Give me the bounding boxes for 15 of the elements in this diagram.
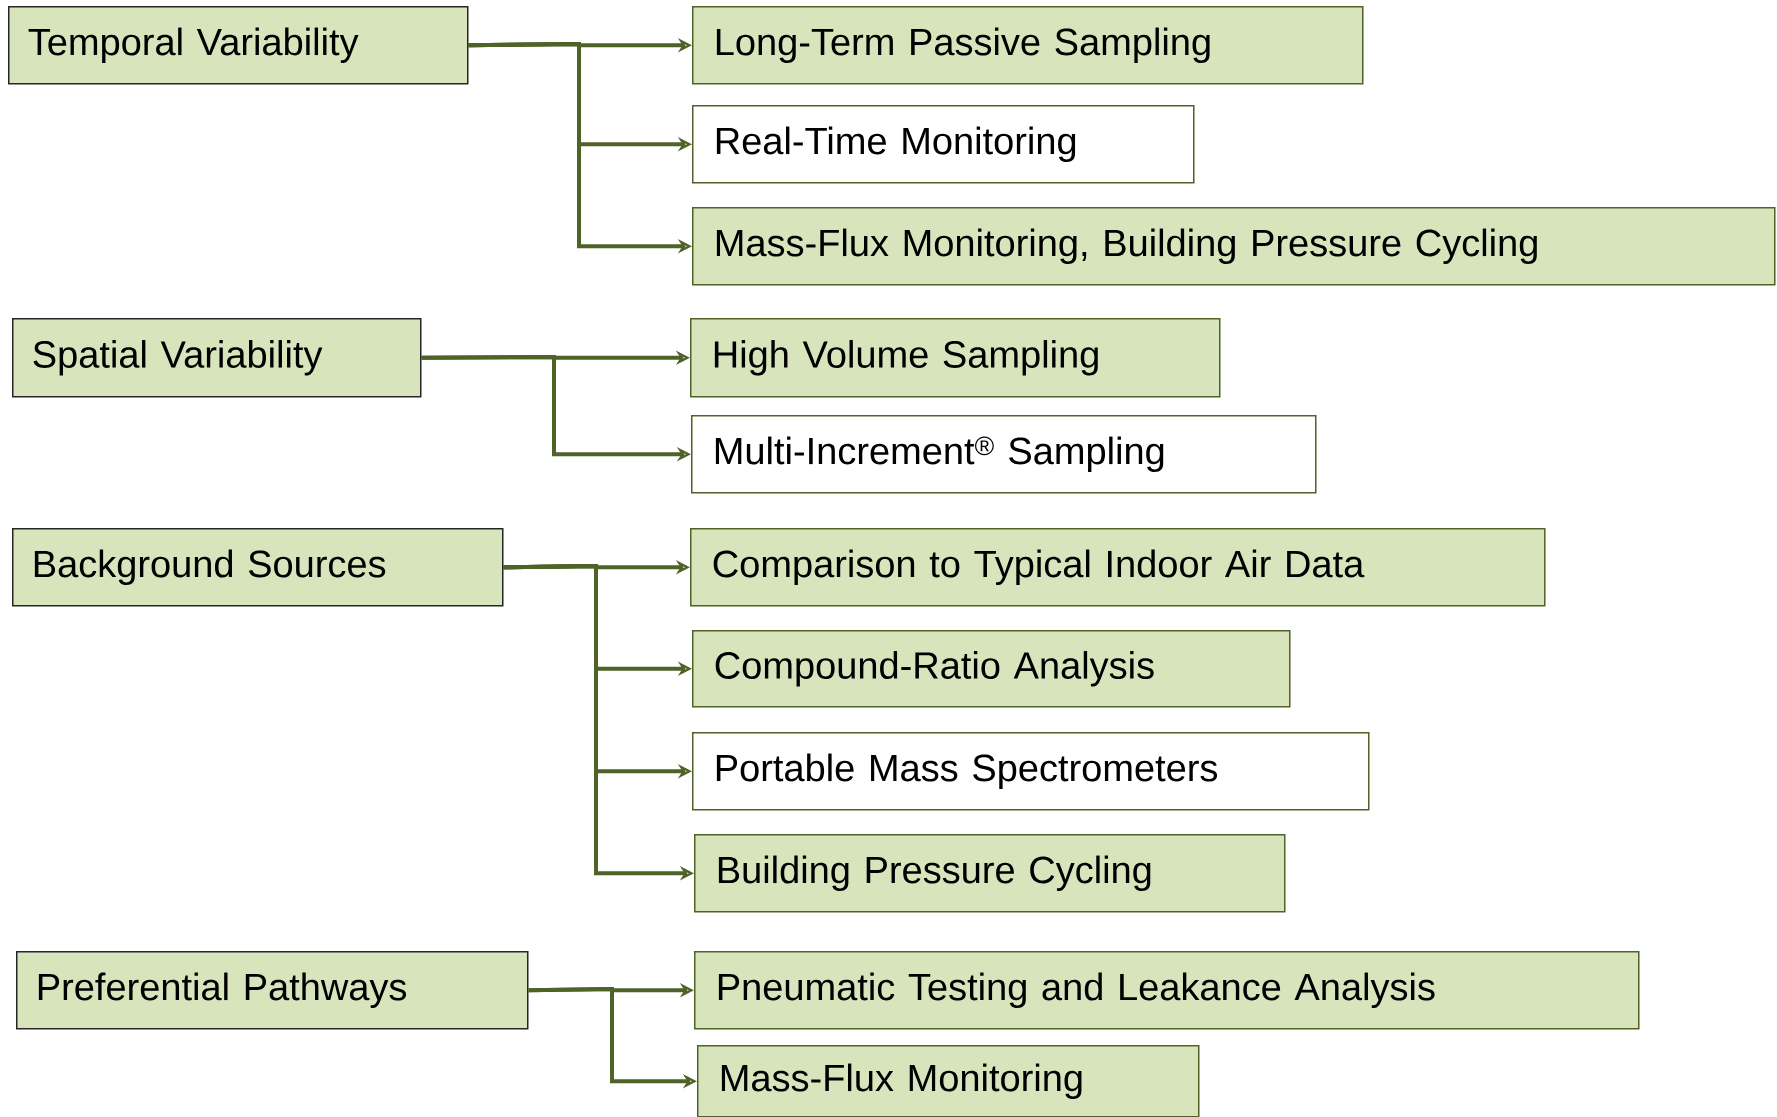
method-box: Building Pressure Cycling	[694, 834, 1286, 913]
category-box: Preferential Pathways	[16, 951, 529, 1030]
method-box: Comparison to Typical Indoor Air Data	[690, 528, 1546, 607]
method-box: Portable Mass Spectrometers	[692, 732, 1370, 811]
category-box: Background Sources	[12, 528, 504, 607]
method-box: Mass-Flux Monitoring	[697, 1045, 1200, 1117]
method-box: Mass-Flux Monitoring, Building Pressure Cycling	[692, 207, 1776, 286]
method-box: Real-Time Monitoring	[692, 105, 1195, 184]
category-box: Temporal Variability	[8, 6, 469, 85]
method-box: Multi-Increment$^{®}$ Sampling	[691, 415, 1317, 494]
method-box: High Volume Sampling	[690, 318, 1221, 398]
method-box: Pneumatic Testing and Leakance Analysis	[694, 951, 1640, 1030]
method-box: Compound-Ratio Analysis	[692, 630, 1291, 708]
category-box: Spatial Variability	[12, 318, 422, 398]
method-box: Long-Term Passive Sampling	[692, 6, 1364, 85]
